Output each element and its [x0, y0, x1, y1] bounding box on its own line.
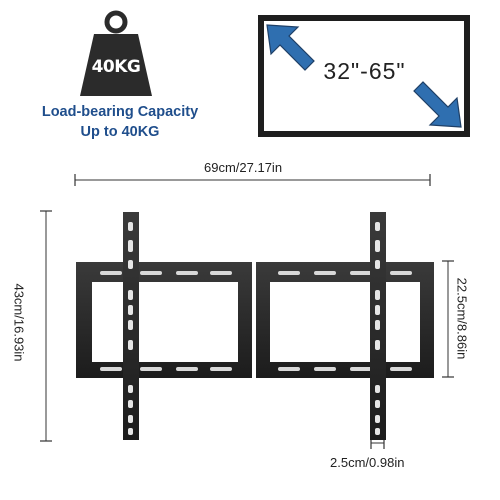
tv-screen-icon — [258, 15, 470, 137]
left-vertical-arm — [123, 212, 139, 440]
weight-icon — [80, 10, 152, 96]
right-vertical-arm — [370, 212, 386, 440]
screen-size-label: 32"-65" — [323, 58, 406, 84]
frame-height-dimension-line — [442, 260, 454, 378]
width-dimension-line — [74, 174, 431, 186]
mounting-slots — [100, 271, 412, 371]
arm-width-dimension-label: 2.5cm/0.98in — [330, 455, 405, 470]
weight-label: 40KG — [91, 57, 141, 77]
expand-arrow-icon — [266, 24, 462, 128]
height-dimension-line — [40, 210, 52, 442]
capacity-subtitle: Up to 40KG — [80, 124, 160, 140]
capacity-title: Load-bearing Capacity — [41, 104, 199, 120]
wall-plate — [76, 262, 434, 378]
width-dimension-label: 69cm/27.17in — [204, 160, 283, 175]
